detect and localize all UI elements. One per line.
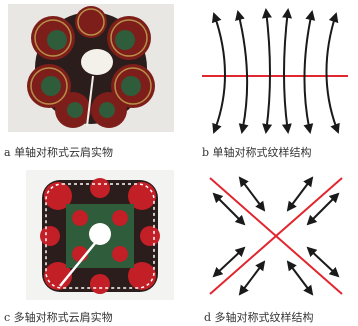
arrow-nw-2 (240, 178, 264, 210)
arrow-6 (326, 14, 338, 132)
arrow-se-1 (308, 248, 338, 276)
arrow-se-2 (288, 262, 312, 294)
arrow-nw-1 (214, 194, 244, 224)
caption-a: a 单轴对称式云肩实物 (4, 144, 113, 160)
single-axis-structure-diagram (196, 8, 354, 136)
arrow-ne-1 (308, 194, 338, 224)
arrow-3 (266, 10, 270, 132)
arrow-1 (214, 14, 225, 132)
caption-b: b 单轴对称式纹样结构 (202, 144, 312, 160)
multi-axis-artifact-image (26, 170, 174, 300)
arrow-5 (304, 12, 312, 132)
caption-d-letter: d (204, 311, 211, 324)
caption-a-letter: a (4, 146, 11, 159)
caption-d: d 多轴对称式纹样结构 (204, 309, 314, 325)
caption-a-text: 单轴对称式云肩实物 (14, 146, 113, 159)
caption-b-text: 单轴对称式纹样结构 (213, 146, 312, 159)
arrow-sw-2 (240, 262, 264, 294)
caption-c: c 多轴对称式云肩实物 (4, 309, 113, 325)
caption-b-letter: b (202, 146, 209, 159)
arrow-2 (238, 12, 247, 132)
multi-axis-structure-diagram (200, 172, 352, 300)
arrow-4 (284, 10, 288, 132)
arrow-sw-1 (214, 248, 244, 276)
caption-c-letter: c (4, 311, 10, 324)
single-axis-artifact-image (8, 4, 174, 132)
caption-c-text: 多轴对称式云肩实物 (14, 311, 113, 324)
caption-d-text: 多轴对称式纹样结构 (215, 311, 314, 324)
arrow-ne-2 (288, 178, 312, 210)
